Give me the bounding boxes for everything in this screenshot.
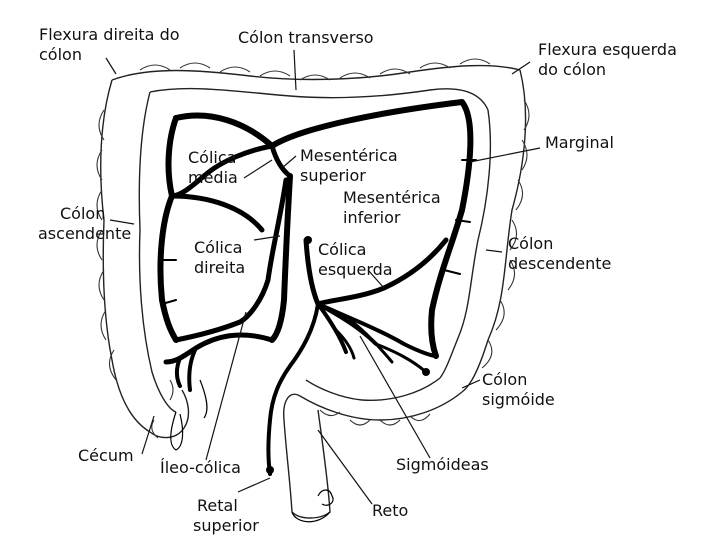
label-marginal: Marginal bbox=[545, 133, 614, 152]
label-cecum: Cécum bbox=[78, 446, 134, 465]
label-flexura-esquerda: Flexura esquerda do cólon bbox=[538, 40, 677, 79]
label-flexura-direita: Flexura direita do cólon bbox=[39, 25, 180, 64]
label-colica-direita: Cólica direita bbox=[194, 238, 246, 277]
inferior-mesenteric-artery bbox=[303, 237, 449, 307]
label-colon-sigmoide: Cólon sigmóide bbox=[482, 370, 555, 409]
superior-rectal-artery bbox=[266, 302, 320, 476]
arteries bbox=[157, 99, 477, 476]
label-ileo-colica: Íleo-cólica bbox=[160, 458, 241, 477]
label-mesenterica-superior: Mesentérica superior bbox=[300, 146, 398, 185]
right-colic-artery bbox=[173, 177, 289, 343]
label-sigmoideas: Sigmóideas bbox=[396, 455, 489, 474]
colon-haustra bbox=[96, 58, 530, 439]
appendix bbox=[170, 379, 208, 451]
label-colon-ascendente: Cólon ascendente bbox=[38, 204, 132, 243]
label-reto: Reto bbox=[372, 501, 409, 520]
leader-lines bbox=[105, 49, 541, 505]
label-colica-esquerda: Cólica esquerda bbox=[318, 240, 393, 279]
rectum-end bbox=[291, 489, 334, 523]
marginal-artery bbox=[173, 99, 474, 359]
label-colica-media: Cólica média bbox=[188, 148, 238, 187]
label-colon-descendente: Cólon descendente bbox=[508, 234, 612, 273]
label-retal-superior: Retal superior bbox=[193, 496, 259, 535]
label-colon-transverso: Cólon transverso bbox=[238, 28, 374, 47]
label-mesenterica-inferior: Mesentérica inferior bbox=[343, 188, 441, 227]
superior-mesenteric-trunk bbox=[269, 173, 293, 343]
